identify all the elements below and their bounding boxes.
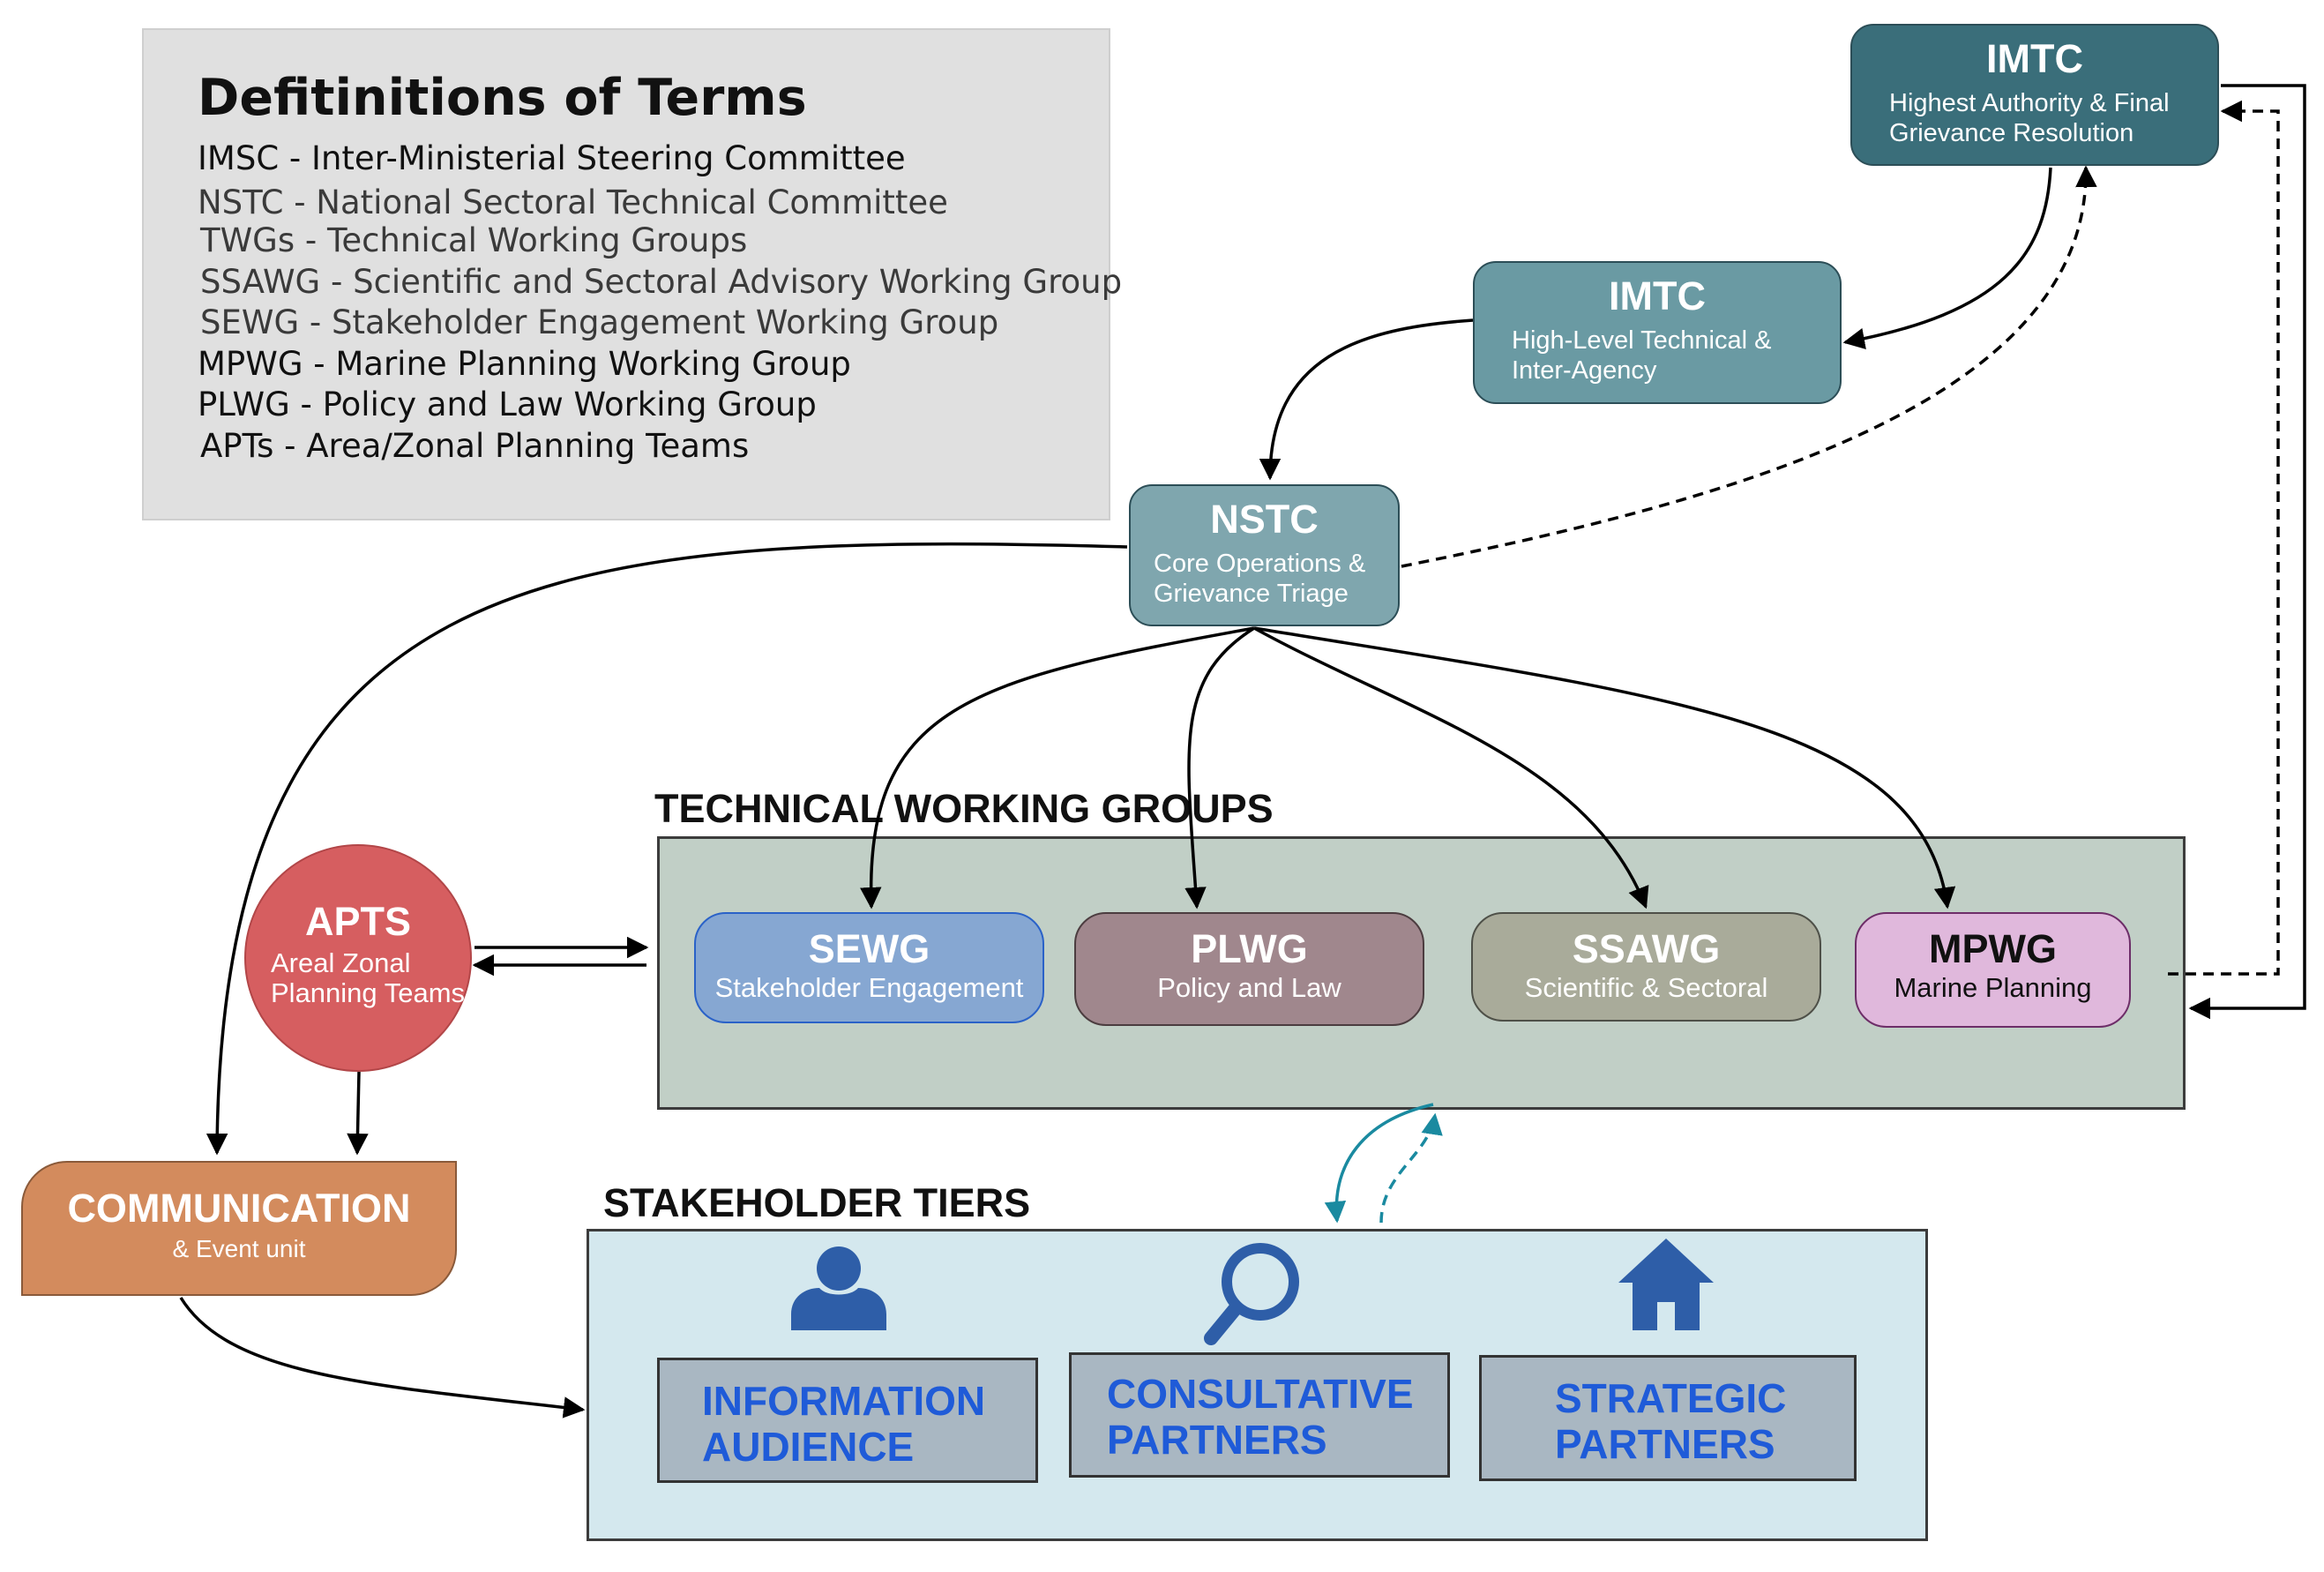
definition-nstc: NSTC - National Sectoral Technical Commi…: [198, 183, 948, 221]
person-icon: [791, 1246, 886, 1330]
arrow-imtc-mid-to-nstc: [1259, 318, 1474, 481]
magnifier-icon: [1204, 1243, 1299, 1345]
arrow-imtc-top-to-imtc-mid: [1842, 167, 2052, 350]
tier-strategic-line1: STRATEGIC: [1555, 1375, 1787, 1421]
arrow-nstc-to-mpwg: [1253, 626, 1956, 910]
imtc-top-line2: Grievance Resolution: [1889, 119, 2134, 147]
nstc-box[interactable]: NSTC Core Operations & Grievance Triage: [1129, 484, 1400, 626]
communication-subtitle: & Event unit: [172, 1235, 306, 1262]
definition-twgs: TWGs - Technical Working Groups: [200, 221, 748, 259]
arrow-nstc-to-communication: [205, 542, 1128, 1156]
tier-information-line1: INFORMATION: [702, 1378, 986, 1424]
arrow-communication-to-stakeholders: [179, 1297, 586, 1419]
communication-box[interactable]: COMMUNICATION & Event unit: [21, 1161, 457, 1296]
definition-mpwg: MPWG - Marine Planning Working Group: [198, 345, 851, 383]
definitions-panel: [142, 28, 1110, 520]
apts-title: APTS: [304, 899, 411, 944]
apts-circle[interactable]: APTS Areal Zonal Planning Teams: [244, 844, 472, 1072]
nstc-title: NSTC: [1210, 497, 1319, 542]
imtc-mid-title: IMTC: [1609, 273, 1706, 318]
stakeholder-label: STAKEHOLDER TIERS: [603, 1180, 1031, 1225]
arrow-twg-to-imtc-top-dashed: [2168, 100, 2280, 976]
nstc-line1: Core Operations &: [1154, 550, 1366, 578]
nstc-line2: Grievance Triage: [1154, 580, 1349, 608]
plwg-subtitle: Policy and Law: [1157, 972, 1341, 1003]
definition-plwg: PLWG - Policy and Law Working Group: [198, 386, 817, 423]
imtc-top-title: IMTC: [1986, 36, 2083, 81]
imtc-mid-box[interactable]: IMTC High-Level Technical & Inter-Agency: [1473, 261, 1842, 404]
apts-line2: Planning Teams: [271, 977, 466, 1008]
sewg-pill[interactable]: SEWG Stakeholder Engagement: [694, 912, 1044, 1023]
sewg-subtitle: Stakeholder Engagement: [714, 972, 1024, 1003]
communication-title: COMMUNICATION: [67, 1186, 411, 1231]
tier-consultative-line1: CONSULTATIVE: [1107, 1371, 1414, 1417]
apts-line1: Areal Zonal: [271, 947, 411, 978]
tier-consultative-partners[interactable]: CONSULTATIVE PARTNERS: [1069, 1352, 1450, 1478]
definition-sewg: SEWG - Stakeholder Engagement Working Gr…: [200, 303, 999, 341]
ssawg-subtitle: Scientific & Sectoral: [1524, 972, 1768, 1003]
ssawg-title: SSAWG: [1572, 926, 1721, 971]
sewg-title: SEWG: [808, 926, 930, 971]
definition-ssawg: SSAWG - Scientific and Sectoral Advisory…: [200, 263, 1123, 301]
imtc-mid-line1: High-Level Technical &: [1512, 326, 1772, 355]
arrow-nstc-to-sewg: [859, 626, 1255, 910]
twg-label: TECHNICAL WORKING GROUPS: [654, 786, 1274, 831]
house-icon: [1618, 1239, 1714, 1330]
arrow-stakeholders-to-twg-teal-dashed: [1379, 1112, 1443, 1224]
imtc-mid-line2: Inter-Agency: [1512, 356, 1657, 385]
plwg-pill[interactable]: PLWG Policy and Law: [1074, 912, 1424, 1026]
tier-consultative-line2: PARTNERS: [1107, 1417, 1327, 1463]
definitions-title: Defitinitions of Terms: [198, 69, 807, 127]
arrow-twg-to-stakeholders-teal: [1324, 1103, 1434, 1224]
arrow-apts-to-communication: [347, 1071, 369, 1156]
imtc-top-line1: Highest Authority & Final: [1889, 89, 2170, 117]
mpwg-subtitle: Marine Planning: [1894, 972, 2092, 1003]
mpwg-title: MPWG: [1929, 926, 2057, 971]
mpwg-pill[interactable]: MPWG Marine Planning: [1855, 912, 2131, 1028]
tier-strategic-line2: PARTNERS: [1555, 1421, 1775, 1467]
arrow-nstc-to-ssawg: [1253, 626, 1649, 910]
tier-information-line2: AUDIENCE: [702, 1424, 915, 1470]
arrow-nstc-to-plwg: [1184, 626, 1255, 910]
plwg-title: PLWG: [1191, 926, 1308, 971]
ssawg-pill[interactable]: SSAWG Scientific & Sectoral: [1471, 912, 1821, 1022]
imtc-top-box[interactable]: IMTC Highest Authority & Final Grievance…: [1850, 24, 2219, 166]
tier-information-audience[interactable]: INFORMATION AUDIENCE: [657, 1358, 1038, 1483]
arrow-imtc-top-to-twg-loop: [2188, 84, 2306, 1020]
definition-apts: APTs - Area/Zonal Planning Teams: [200, 427, 750, 465]
tier-strategic-partners[interactable]: STRATEGIC PARTNERS: [1479, 1355, 1857, 1481]
definition-imsc: IMSC - Inter-Ministerial Steering Commit…: [198, 139, 906, 177]
arrow-nstc-to-imtc-top-dashed: [1401, 165, 2097, 568]
